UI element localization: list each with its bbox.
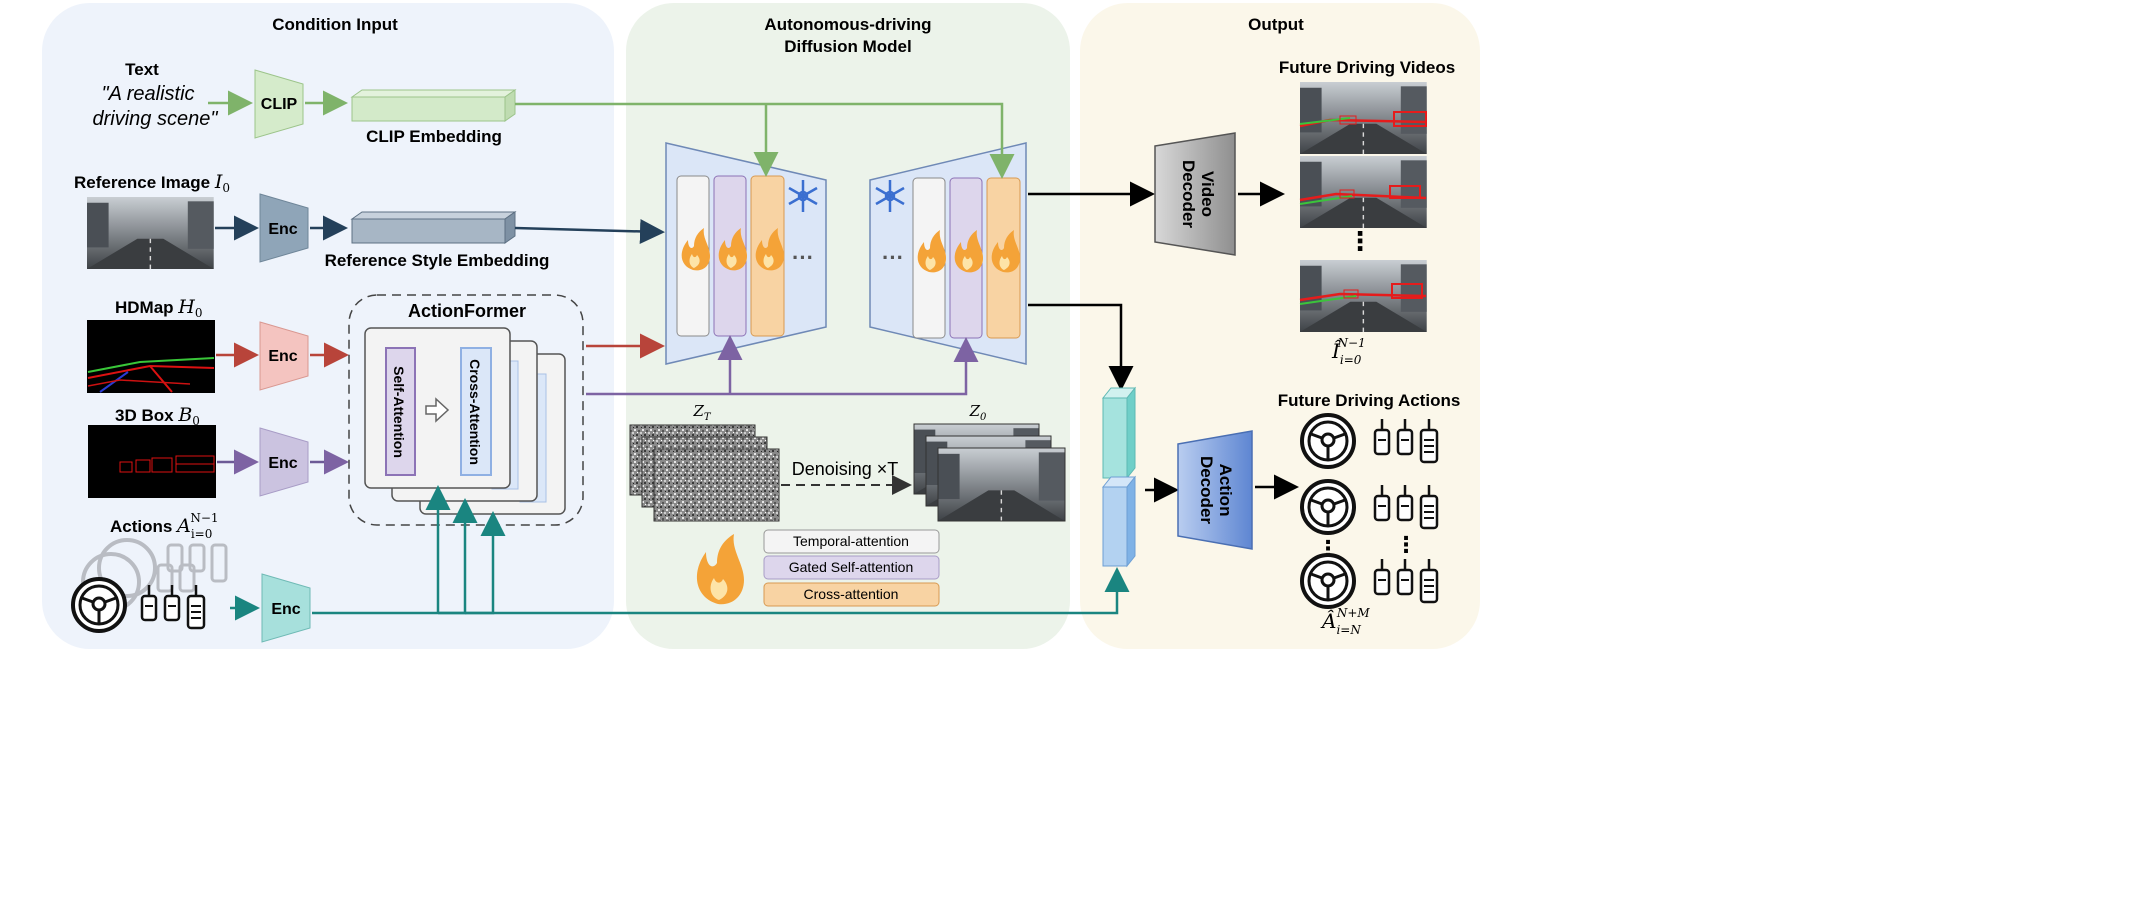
condition-input-title: Condition Input [272,15,398,34]
video-latent-block [1101,386,1137,480]
fire-icon [917,230,946,273]
future-video-frame [1299,259,1428,333]
steering-wheel-icon [1300,479,1356,535]
action-pedal-vdots: ⋮ [1395,532,1417,557]
legend-cross-box [763,582,940,607]
future-video-frame [1299,81,1428,155]
self-attention-label: Self-Attention [391,366,407,458]
actions-encoder [261,573,311,643]
action-latent-block [1101,475,1137,568]
future-action-row [1300,479,1439,535]
future-action-row [1300,413,1439,469]
legend-gated-label: Gated Self-attention [789,559,914,575]
legend-gated-box [763,555,940,580]
self-attention-block [385,347,416,476]
video-decoder [1154,132,1236,256]
future-videos-symbol: Îi=0N−1 [1331,336,1366,367]
pedal-icons [1373,419,1439,464]
pedal-icons [1373,559,1439,604]
future-videos-title: Future Driving Videos [1279,58,1455,77]
fire-icon [954,230,983,273]
future-action-row [1300,553,1439,609]
box3d-encoder [259,427,309,497]
actionformer-to-gated-line [586,337,979,396]
text-label: Text [125,60,159,79]
legend-fire-icon [696,534,744,605]
clip-embedding-label: CLIP Embedding [366,127,502,146]
snowflake-icon [788,180,818,212]
snowflake-icon [875,180,905,212]
box3d-enc-label: Enc [268,455,297,472]
actionformer-title: ActionFormer [408,301,526,321]
clip-embedding-block [350,89,517,122]
box3d-image [88,425,216,498]
hdmap-label: HDMap H0 [115,296,203,320]
noisy-latent-frames [629,424,780,522]
reference-image-label: Reference Image I0 [74,171,230,195]
unet-to-latent-path [1028,303,1134,391]
cross-attention-label: Cross-Attention [467,359,483,465]
fire-icon [991,230,1020,273]
output-title: Output [1248,15,1304,34]
steering-wheel-icon [71,577,127,633]
legend-temporal-label: Temporal-attention [793,533,909,549]
reference-style-embedding-label: Reference Style Embedding [325,251,550,270]
video-vdots: ⋮ [1347,226,1373,256]
fire-icon [718,228,747,271]
hollow-arrow-icon [425,397,450,423]
fire-icon [755,228,784,271]
action-decoder-label-line2: Decoder [1197,456,1216,524]
actions-enc-label: Enc [271,601,300,618]
future-actions-title: Future Driving Actions [1278,391,1461,410]
diffusion-title-line1: Autonomous-driving [764,15,931,34]
text-prompt-line1: "A realistic [101,83,194,105]
actions-label: Actions Ai=0N−1 [110,511,219,541]
pedal-icons [1373,485,1439,530]
video-decoder-label-line2: Decoder [1179,160,1198,228]
style-to-unet-arrow [514,218,665,244]
z0-label: Z0 [969,402,987,423]
clip-to-unet-line [515,102,1015,179]
steering-wheel-icon [1300,553,1356,609]
fire-icon [681,228,710,271]
reference-encoder [259,193,309,263]
teal-feed-3 [465,511,506,615]
cross-attention-block [460,347,492,476]
video-decoder-label-line1: Video [1198,171,1217,217]
zt-label: ZT [692,402,711,423]
reference-image [86,196,215,270]
hdmap-enc-label: Enc [268,348,297,365]
action-decoder-label-line1: Action [1216,464,1235,517]
legend-cross-label: Cross-attention [804,586,899,602]
clean-latent-frames [913,423,1066,522]
hdmap-image [87,320,215,393]
action-decoder [1177,430,1253,550]
actions-enc-teal-line [312,567,1130,615]
clip-encoder [254,69,304,139]
unet-enc-dots: ··· [792,245,814,270]
clip-label: CLIP [261,96,298,113]
diffusion-title-line2: Diffusion Model [784,37,911,56]
steering-wheel-icon [1300,413,1356,469]
box3d-label: 3D Box B0 [115,404,200,428]
denoising-label: Denoising ×T [792,459,899,479]
legend-temporal-box [763,529,940,554]
unet-dec-dots: ··· [882,245,904,270]
future-actions-symbol: Âi=NN+M [1320,606,1370,637]
text-prompt-line2: driving scene" [93,108,219,130]
hdmap-encoder [259,321,309,391]
future-video-frame [1299,155,1428,229]
reference-style-embedding-block [350,211,517,244]
reference-enc-label: Enc [268,221,297,238]
pedal-icons [140,585,206,630]
